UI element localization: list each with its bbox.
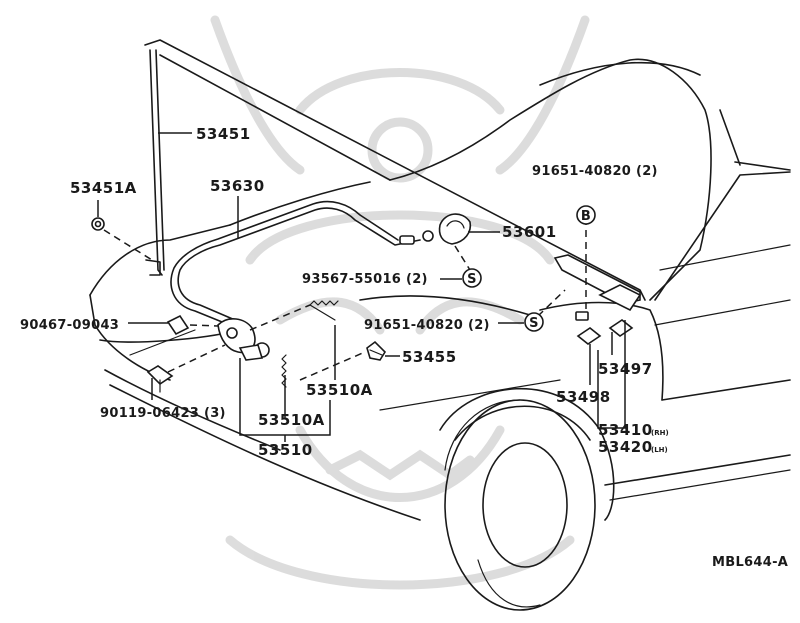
symbol-screw-lock-letter: S	[467, 272, 477, 287]
label-53497: 53497	[598, 360, 653, 378]
label-53510A-upper: 53510A	[306, 381, 373, 399]
label-90119: 90119-06423 (3)	[100, 406, 226, 421]
dashed-guide-hinge-screw	[537, 289, 566, 317]
symbol-screw-lock: S	[440, 268, 482, 288]
hood-hinge-part	[537, 218, 642, 429]
hood-support-rod	[145, 49, 192, 276]
label-53420-suffix: (LH)	[651, 446, 668, 454]
screw-part	[146, 344, 226, 400]
vehicle-body	[89, 39, 791, 611]
symbol-bolt-letter: B	[581, 209, 591, 224]
label-53510A-lower: 53510A	[258, 411, 325, 429]
hinge-lock-catch-part	[299, 340, 400, 381]
symbol-screw-hinge-letter: S	[529, 316, 539, 331]
clip-part	[128, 314, 219, 336]
label-53420: 53420	[598, 438, 653, 456]
label-53498: 53498	[556, 388, 611, 406]
label-91651-upper: 91651-40820 (2)	[532, 164, 658, 179]
label-53601: 53601	[502, 223, 557, 241]
release-cable	[170, 196, 434, 327]
hood-hook-springs	[217, 300, 339, 442]
dashed-guide-lock	[454, 245, 471, 271]
label-53451: 53451	[196, 125, 251, 143]
label-91651-lower: 91651-40820 (2)	[364, 318, 490, 333]
label-53510: 53510	[258, 441, 313, 459]
dashed-guide-catch	[299, 351, 366, 381]
label-90467: 90467-09043	[20, 318, 119, 333]
dashed-guide-holder	[103, 229, 153, 261]
label-53410-rh: 53410 (RH)	[598, 421, 669, 439]
label-53410-suffix: (RH)	[651, 429, 669, 437]
label-53455: 53455	[402, 348, 457, 366]
support-rod-holder-part	[91, 200, 153, 261]
symbol-bolt-b: B	[576, 205, 596, 225]
label-53451A: 53451A	[70, 179, 137, 197]
watermark-mask	[210, 15, 590, 590]
dashed-guide-hook	[249, 304, 311, 331]
label-53420-lh: 53420 (LH)	[598, 438, 668, 456]
label-53630: 53630	[210, 177, 265, 195]
label-93567: 93567-55016 (2)	[302, 272, 428, 287]
symbol-screw-hinge: S	[498, 312, 544, 332]
label-53410: 53410	[598, 421, 653, 439]
reference-code: MBL644-A	[712, 555, 788, 570]
hood-lock-part	[438, 213, 500, 271]
